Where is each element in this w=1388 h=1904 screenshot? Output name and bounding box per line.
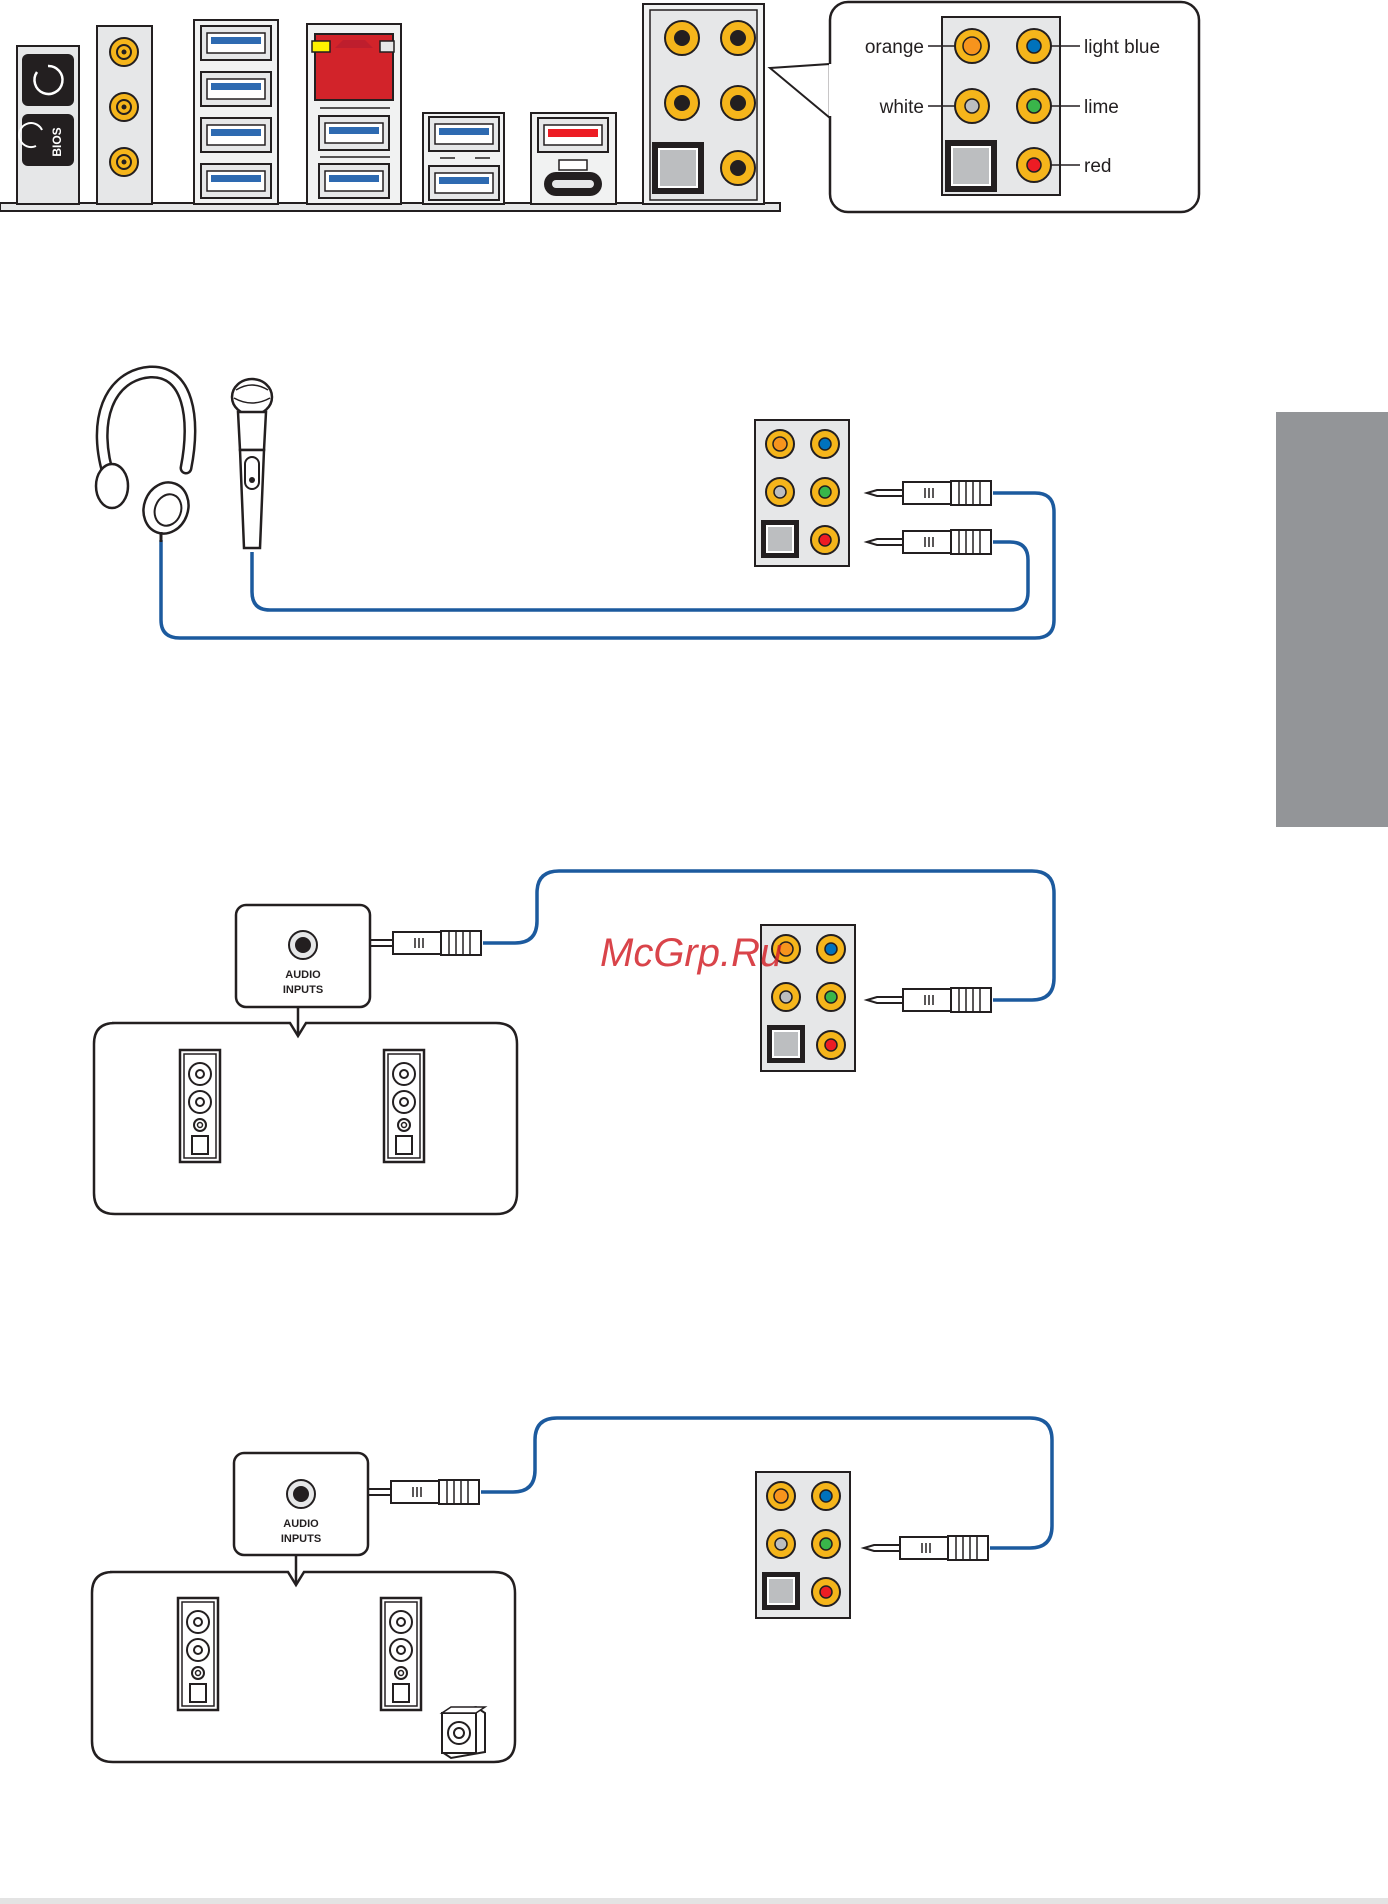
audio-inputs-label: INPUTS	[283, 984, 323, 996]
audio-jack-panel	[756, 1472, 850, 1618]
line-out-plug[interactable]	[864, 1536, 988, 1560]
clear-cmos-button[interactable]	[22, 54, 74, 106]
subwoofer-icon	[442, 1707, 485, 1758]
mic-plug[interactable]	[867, 530, 991, 554]
speaker-frame	[94, 1023, 517, 1214]
watermark-text: McGrp.Ru	[600, 931, 782, 975]
usb-port[interactable]	[429, 166, 499, 200]
legend-label-red: red	[1084, 156, 1111, 177]
headphone-mic-connection	[96, 372, 1054, 638]
lan-led	[312, 41, 330, 52]
usb-port[interactable]	[319, 116, 389, 150]
usb-port[interactable]	[201, 26, 271, 60]
audio-inputs-label: AUDIO	[285, 969, 321, 981]
usb-port[interactable]	[319, 164, 389, 198]
speaker-right-icon	[384, 1050, 424, 1162]
audio-jack-block	[643, 4, 764, 204]
usb-port[interactable]	[201, 118, 271, 152]
chapter-side-tab	[1276, 412, 1388, 827]
jack-color-legend: orange white light blue lime red	[829, 2, 1199, 212]
legend-label-orange: orange	[865, 37, 924, 58]
wifi-antenna-block	[97, 26, 152, 204]
line-out-plug[interactable]	[867, 988, 991, 1012]
microphone-icon	[232, 379, 272, 548]
usb-port[interactable]	[201, 72, 271, 106]
bios-button-block: BIOS	[17, 46, 79, 204]
audio-jack-panel	[755, 420, 849, 566]
antenna-connector-3[interactable]	[110, 148, 138, 176]
usb-typec-block	[531, 113, 616, 204]
legend-label-lime: lime	[1084, 97, 1119, 118]
bios-flashback-button[interactable]	[22, 114, 74, 166]
antenna-connector-1[interactable]	[110, 38, 138, 66]
stereo-speaker-connection: AUDIO INPUTS	[94, 871, 1054, 1214]
footer-rule	[0, 1898, 1388, 1904]
speaker-subwoofer-connection: AUDIO INPUTS	[92, 1418, 1052, 1762]
legend-label-light-blue: light blue	[1084, 37, 1160, 58]
antenna-connector-2[interactable]	[110, 93, 138, 121]
usb-stack-2	[423, 113, 504, 204]
rear-io-panel: BIOS	[0, 4, 830, 211]
headphones-icon	[96, 372, 196, 542]
usb-port[interactable]	[429, 117, 499, 151]
audio-inputs-label: AUDIO	[283, 1518, 319, 1530]
legend-label-white: white	[879, 97, 924, 118]
speaker-plug[interactable]	[355, 1480, 479, 1504]
speaker-right-icon	[381, 1598, 421, 1710]
speaker-plug[interactable]	[357, 931, 481, 955]
speaker-left-icon	[178, 1598, 218, 1710]
usb-port[interactable]	[201, 164, 271, 198]
usb-stack-1	[194, 20, 278, 204]
speaker-left-icon	[180, 1050, 220, 1162]
bios-label: BIOS	[50, 127, 64, 156]
headphone-cable	[161, 493, 1054, 638]
lan-usb-block	[307, 24, 401, 204]
headphone-plug[interactable]	[867, 481, 991, 505]
audio-inputs-label: INPUTS	[281, 1533, 321, 1545]
lan-led	[380, 41, 394, 52]
